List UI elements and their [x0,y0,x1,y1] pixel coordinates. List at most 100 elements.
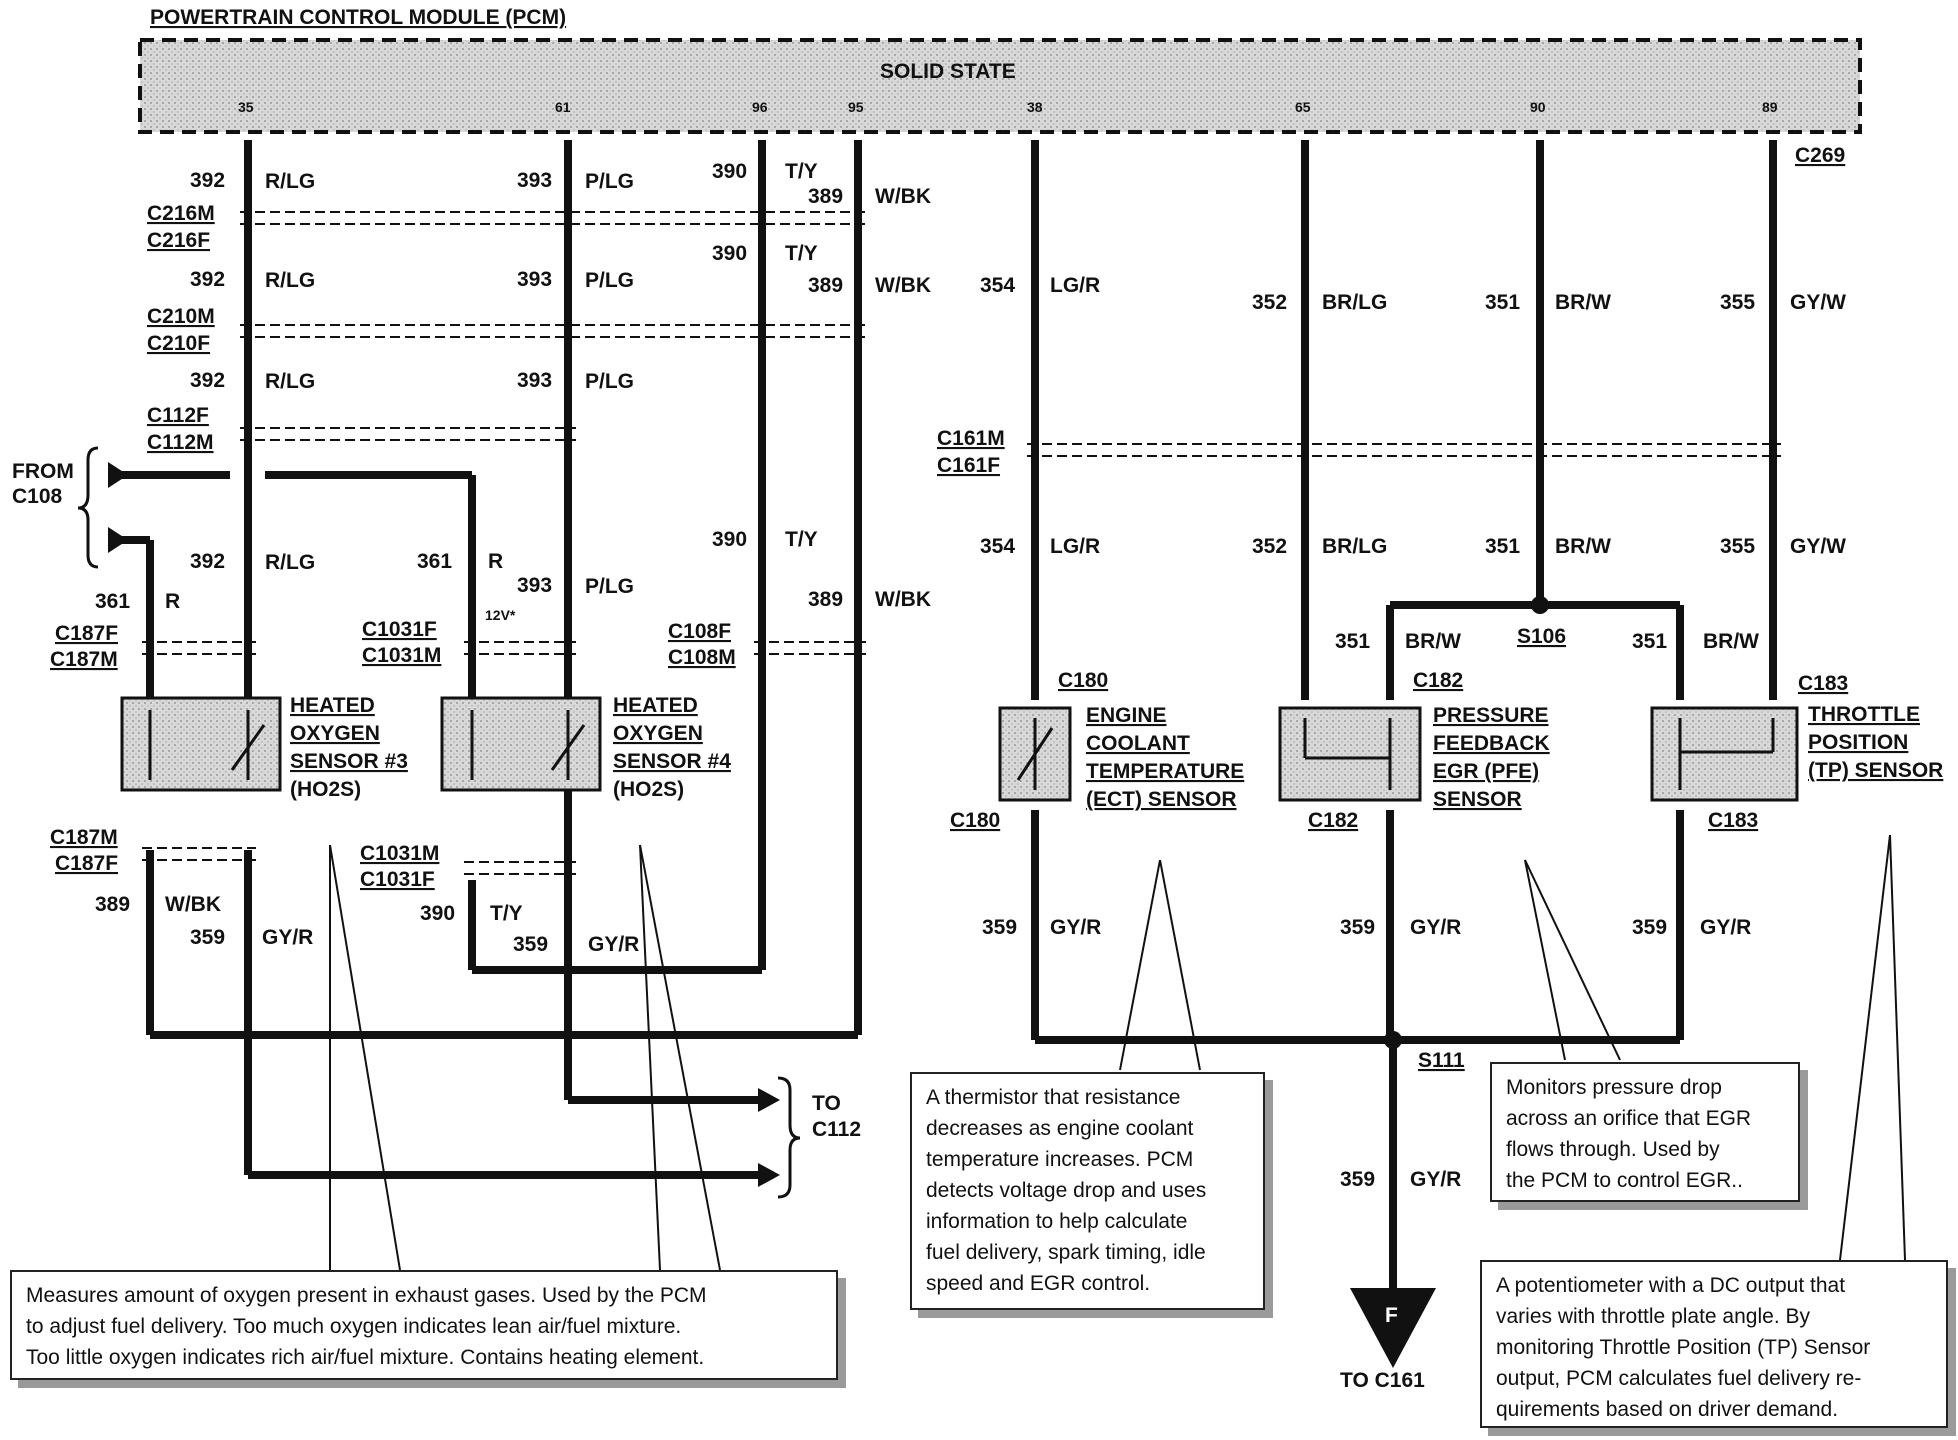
pin-95: 95 [848,99,864,115]
label-c183-top: C183 [1798,672,1848,695]
wire-389-num: 389 [808,274,843,297]
from-c108-label-line1: FROM [12,460,74,483]
wire-361-num: 361 [95,590,130,613]
wire-351-run [1386,140,1684,700]
callout-tp: A potentiometer with a DC output that va… [1480,1260,1948,1428]
wire-390-num: 390 [420,902,455,925]
connector-lines [142,211,1781,875]
wire-361-color: R [488,550,503,573]
wire-359-color: GY/R [588,933,639,956]
wire-351-num: 351 [1632,630,1667,653]
label-c269: C269 [1795,144,1845,167]
wire-361-run [120,471,476,700]
label-c210m: C210M [147,305,215,328]
svg-text:OXYGEN: OXYGEN [613,722,703,745]
wire-351-color: BR/W [1555,291,1611,314]
callout-ect-line: temperature increases. PCM [926,1148,1194,1171]
label-c182-top: C182 [1413,669,1463,692]
wire-354-num: 354 [980,535,1015,558]
wire-392-color: R/LG [265,551,315,574]
wire-361-color: R [165,590,180,613]
ho2s3-label: HEATED OXYGEN SENSOR #3 (HO2S) [290,694,408,801]
svg-text:EGR (PFE): EGR (PFE) [1433,760,1539,783]
wire-359-color: GY/R [262,926,313,949]
ho2s4-box [440,696,602,792]
callout-leaders [329,834,1906,1271]
wire-351-color: BR/W [1405,630,1461,653]
wire-392-num: 392 [190,369,225,392]
wire-392-color: R/LG [265,170,315,193]
from-c108-label-line2: C108 [12,485,63,508]
pcm-pin-numbers: 35 61 96 95 38 65 90 89 [238,99,1778,115]
tp-label: THROTTLE POSITION (TP) SENSOR [1808,703,1943,782]
wire-389-color: W/BK [875,185,931,208]
callout-pfe-line: flows through. Used by [1506,1138,1720,1161]
brace-from-c108 [77,446,99,569]
callout-pfe-line: the PCM to control EGR.. [1506,1169,1743,1192]
label-c216m: C216M [147,202,215,225]
svg-text:TEMPERATURE: TEMPERATURE [1086,760,1244,783]
svg-text:POSITION: POSITION [1808,731,1908,754]
callout-ect-line: speed and EGR control. [926,1272,1151,1295]
wire-390-color: T/Y [785,242,818,265]
from-c108-arrow-b [108,527,128,553]
wire-393-run [564,140,760,1104]
wire-361-num: 361 [417,550,452,573]
arrow-to-c112-b [758,1163,780,1187]
callout-pfe-line: across an orifice that EGR [1506,1107,1752,1130]
pcm-solid-state-label: SOLID STATE [880,60,1016,83]
wire-355-color: GY/W [1790,291,1846,314]
label-s111: S111 [1418,1049,1465,1072]
label-c1031m-bot: C1031M [360,842,439,865]
pin-61: 61 [555,99,571,115]
callout-tp-line: A potentiometer with a DC output that [1496,1274,1846,1297]
pcm-module-box [138,38,1862,134]
wire-389-num: 389 [808,588,843,611]
pin-65: 65 [1295,99,1311,115]
wire-351-color: BR/W [1703,630,1759,653]
off-page-connector-f [1350,1288,1436,1368]
svg-text:SENSOR #3: SENSOR #3 [290,750,408,773]
brace-to-c112 [777,1076,801,1199]
pfe-label: PRESSURE FEEDBACK EGR (PFE) SENSOR [1433,704,1550,811]
wire-354-color: LG/R [1050,274,1100,297]
wire-390-num: 390 [712,160,747,183]
wire-359-num: 359 [1632,916,1667,939]
label-s106: S106 [1517,625,1566,648]
sensor-symbols [148,710,1775,790]
splice-s111 [1384,1031,1402,1049]
svg-text:SENSOR: SENSOR [1433,788,1522,811]
callout-ho2s: Measures amount of oxygen present in exh… [10,1270,838,1380]
label-c108m: C108M [668,646,736,669]
svg-text:ENGINE: ENGINE [1086,704,1167,727]
wire-390-color: T/Y [785,528,818,551]
wire-393-color: P/LG [585,370,634,393]
svg-text:PRESSURE: PRESSURE [1433,704,1549,727]
callout-ect-line: detects voltage drop and uses [926,1179,1207,1202]
wire-392-num: 392 [190,268,225,291]
wire-352-color: BR/LG [1322,535,1387,558]
wire-393-num: 393 [517,169,552,192]
label-c210f: C210F [147,332,210,355]
wire-354-color: LG/R [1050,535,1100,558]
from-c108-arrow-a [108,462,128,488]
wire-392-run [244,140,760,1179]
svg-text:HEATED: HEATED [613,694,698,717]
label-c187m-top: C187M [50,648,118,671]
wire-389-color: W/BK [875,588,931,611]
label-c187m-bot: C187M [50,826,118,849]
callout-ho2s-line: Too little oxygen indicates rich air/fue… [26,1346,705,1369]
wire-390-run [468,140,766,974]
to-c112-label-line2: C112 [812,1118,861,1141]
svg-text:COOLANT: COOLANT [1086,732,1190,755]
label-c183-bot: C183 [1708,809,1758,832]
wire-393-num: 393 [517,574,552,597]
label-c1031f-top: C1031F [362,618,437,641]
wire-392-num: 392 [190,169,225,192]
callout-tp-line: output, PCM calculates fuel delivery re- [1496,1367,1862,1390]
wire-354-num: 354 [980,274,1015,297]
svg-text:(TP) SENSOR: (TP) SENSOR [1808,759,1943,782]
label-c112m: C112M [147,431,214,454]
label-c108f: C108F [668,620,731,643]
